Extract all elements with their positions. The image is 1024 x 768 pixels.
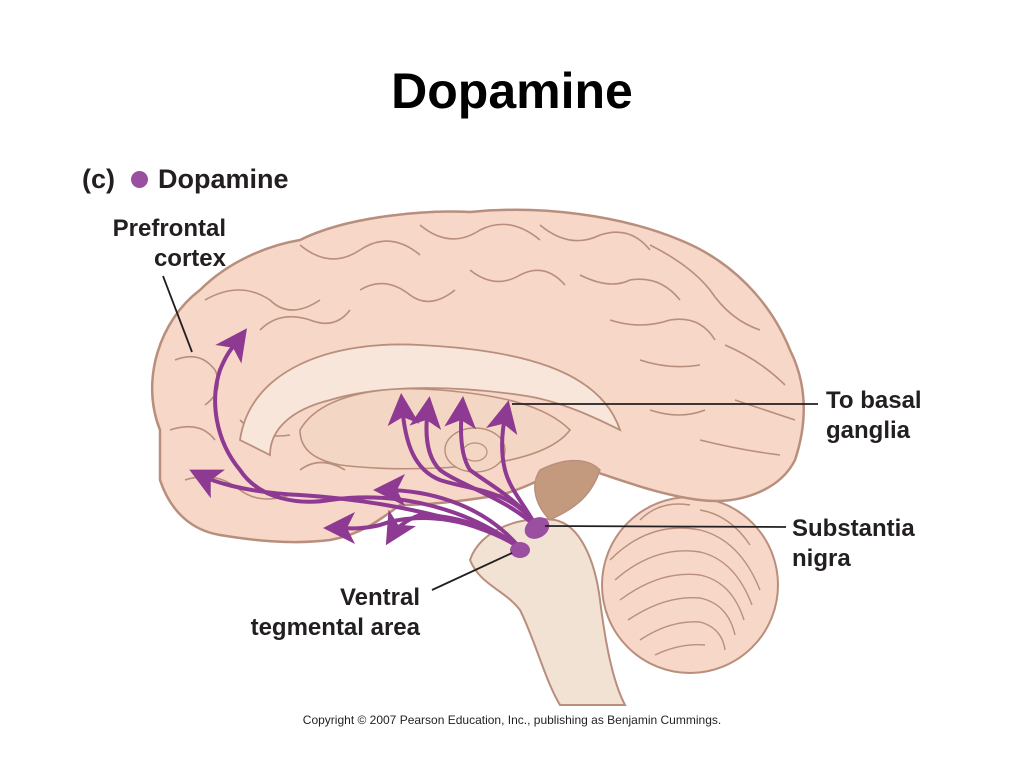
label-prefrontal-line1: Prefrontal: [112, 215, 226, 242]
label-prefrontal-line2: cortex: [153, 245, 226, 272]
label-basal-ganglia: To basal ganglia: [826, 386, 922, 446]
copyright-notice: Copyright © 2007 Pearson Education, Inc.…: [302, 713, 722, 727]
substantia-nigra-nucleus: [524, 517, 550, 539]
label-substantia-nigra: Substantia nigra: [792, 514, 915, 574]
label-substantia-line2: nigra: [792, 545, 851, 572]
cerebral-hemisphere: [151, 208, 805, 544]
ventral-tegmental-nucleus: [510, 542, 530, 558]
label-substantia-line1: Substantia: [792, 515, 915, 542]
label-basal-line1: To basal: [826, 387, 922, 414]
label-prefrontal-cortex: Prefrontal cortex: [82, 214, 226, 274]
dopamine-legend-dot: [131, 171, 148, 188]
leader-lines: [162, 275, 818, 591]
slide-title: Dopamine: [391, 63, 633, 119]
label-ventral-line2: tegmental area: [250, 614, 420, 641]
cerebellum: [601, 496, 779, 674]
figure-heading: (c) Dopamine: [82, 164, 289, 195]
label-ventral-tegmental-area: Ventral tegmental area: [200, 583, 420, 643]
legend-label: Dopamine: [158, 164, 289, 194]
label-ventral-line1: Ventral: [339, 584, 420, 611]
panel-letter: (c): [82, 164, 115, 194]
label-basal-line2: ganglia: [826, 417, 911, 444]
dopamine-pathways: [189, 328, 539, 550]
